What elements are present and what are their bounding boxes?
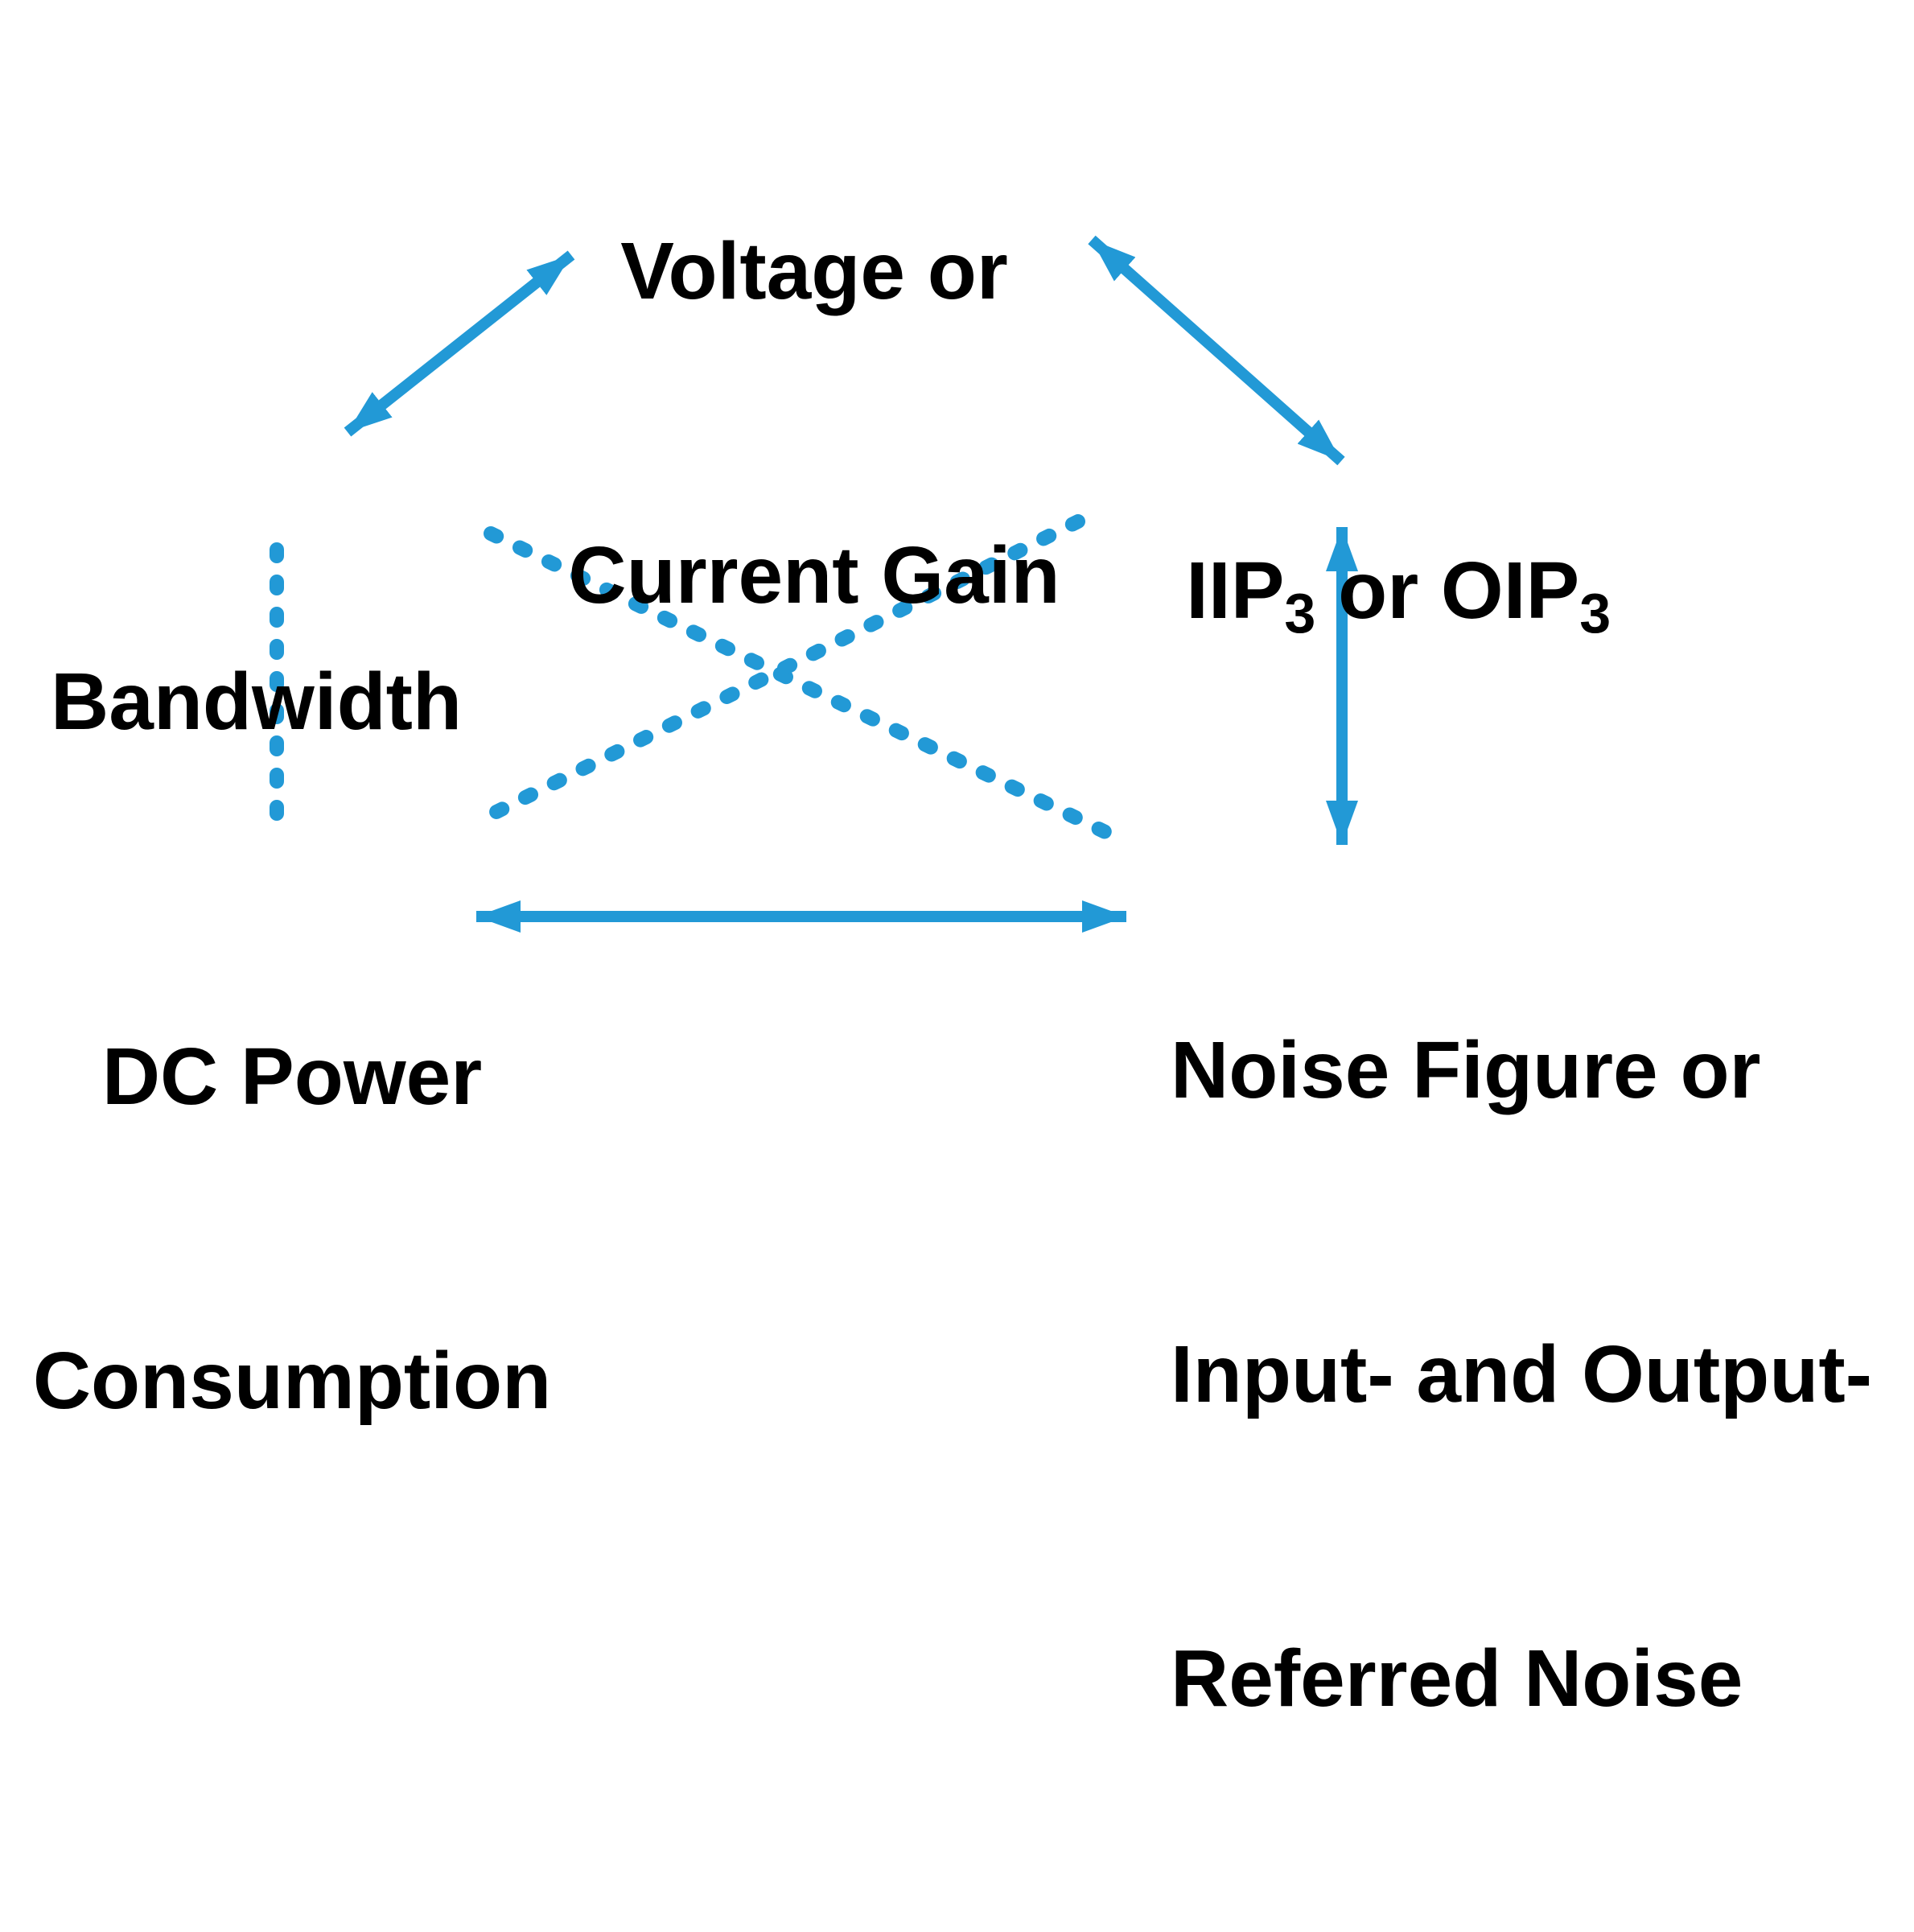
node-iip3-oip3: IIP3 or OIP3	[1097, 439, 1611, 751]
node-noise-figure: Noise Figure or Input- and Output- Refer…	[1171, 817, 1872, 1932]
node-bandwidth: Bandwidth	[51, 448, 462, 955]
iip3-subscript-2: 3	[1579, 582, 1611, 645]
gain-label-line2: Current Gain	[568, 530, 1060, 620]
node-dc-power-consumption: DC Power Consumption	[33, 823, 551, 1634]
arrow-gain-iip3	[1088, 235, 1345, 466]
dashed-iip3-dcpower	[480, 514, 1085, 824]
dc-power-label-line1: DC Power	[101, 1032, 483, 1122]
noise-label-line1: Noise Figure or	[1171, 1025, 1761, 1115]
iip3-label-part2: or OIP	[1315, 546, 1580, 636]
node-voltage-current-gain: Voltage or Current Gain	[568, 18, 1060, 829]
connections-layer	[270, 235, 1358, 933]
bandwidth-label: Bandwidth	[51, 657, 463, 747]
gain-label-line1: Voltage or	[620, 226, 1008, 316]
dashed-bandwidth-noise	[484, 526, 1118, 842]
tradeoff-diagram: Voltage or Current Gain Bandwidth IIP3 o…	[33, 18, 1872, 1724]
dc-power-label-line2: Consumption	[32, 1336, 552, 1426]
noise-label-line3: Referred Noise	[1171, 1633, 1743, 1724]
arrow-gain-bandwidth	[344, 250, 575, 437]
iip3-label-part1: IIP	[1186, 546, 1285, 636]
noise-label-line2: Input- and Output-	[1171, 1329, 1872, 1419]
iip3-subscript-1: 3	[1284, 582, 1316, 645]
